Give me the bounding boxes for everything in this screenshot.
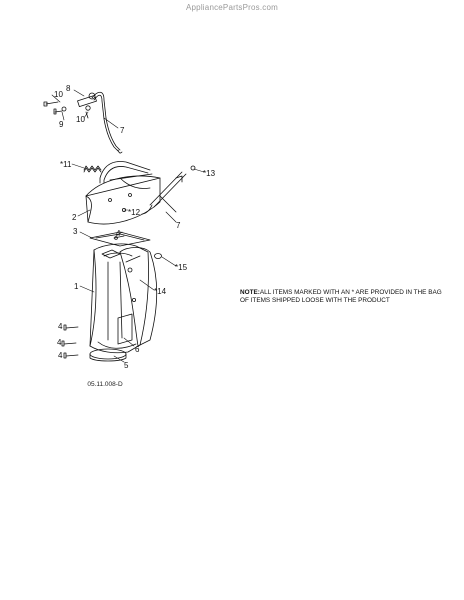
callout-1: 1 bbox=[74, 282, 79, 291]
callout-4-top: 4 bbox=[116, 229, 121, 238]
callout-4-c: 4 bbox=[58, 351, 63, 360]
callout-4-b: 4 bbox=[57, 338, 62, 347]
callout-5: 5 bbox=[124, 361, 129, 370]
callout-2: 2 bbox=[72, 213, 77, 222]
chute-ring bbox=[89, 231, 151, 247]
callout-14: *14 bbox=[154, 287, 167, 296]
callout-11: *11 bbox=[60, 160, 72, 169]
callout-6: 6 bbox=[135, 345, 140, 354]
note-text: ALL ITEMS MARKED WITH AN * ARE PROVIDED … bbox=[240, 289, 442, 304]
callout-13: *13 bbox=[203, 169, 216, 178]
hardware-bolts bbox=[43, 101, 91, 119]
note-label: NOTE: bbox=[240, 289, 260, 296]
callout-7-lower: 7 bbox=[176, 221, 181, 230]
chute-liner bbox=[119, 247, 158, 347]
chute-control-rod bbox=[77, 91, 123, 154]
diagram-reference-code: 05.11.008-D bbox=[87, 381, 123, 388]
note-block: NOTE:ALL ITEMS MARKED WITH AN * ARE PROV… bbox=[240, 289, 452, 304]
callout-9: 9 bbox=[59, 120, 64, 129]
callout-3: 3 bbox=[73, 227, 78, 236]
spring-handle bbox=[83, 165, 102, 173]
leader-lines bbox=[51, 89, 205, 363]
callout-10-upper: 10 bbox=[54, 90, 63, 99]
watermark: AppliancePartsPros.com bbox=[186, 3, 278, 12]
chute-screws bbox=[61, 235, 125, 359]
callout-8: 8 bbox=[66, 84, 71, 93]
chute-base bbox=[89, 313, 133, 362]
callout-12: *12 bbox=[128, 208, 141, 217]
callout-15: *15 bbox=[175, 263, 188, 272]
chute-deflector bbox=[85, 161, 161, 225]
callout-10-lower: 10 bbox=[76, 115, 85, 124]
washer bbox=[154, 253, 162, 259]
tilt-adjuster bbox=[122, 165, 196, 215]
callout-7-upper: 7 bbox=[120, 126, 125, 135]
callout-labels: 10 8 9 10 7 *11 *13 2 *12 7 3 4 *15 1 *1… bbox=[54, 84, 216, 370]
discharge-chute bbox=[89, 243, 149, 354]
callout-4-a: 4 bbox=[58, 322, 63, 331]
